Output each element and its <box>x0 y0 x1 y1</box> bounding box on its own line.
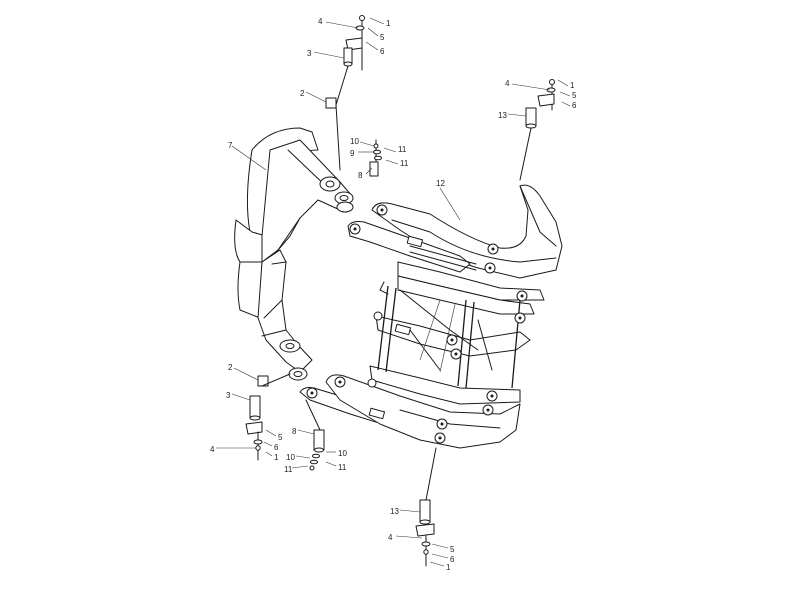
callout-5: 5 <box>380 33 385 42</box>
callout-12: 12 <box>436 179 445 188</box>
callout-13-bottom: 13 <box>390 507 399 516</box>
top-right-pin-stack <box>519 79 556 181</box>
callout-6-bottom: 6 <box>274 443 279 452</box>
callout-10-bottom: 10 <box>286 453 295 462</box>
callout-7: 7 <box>228 141 233 150</box>
callout-11b: 11 <box>400 159 409 168</box>
callout-5-bottom: 5 <box>278 433 283 442</box>
callout-1-lower: 1 <box>446 563 451 572</box>
bottom-middle-pin-stack <box>305 399 325 471</box>
callout-13-top: 13 <box>498 111 507 120</box>
leader-lines <box>216 17 571 567</box>
callout-4-lower: 4 <box>388 533 393 542</box>
bottom-right-pin-stack <box>415 447 437 567</box>
callout-6-lower: 6 <box>450 555 455 564</box>
callout-3-bottom: 3 <box>226 391 231 400</box>
callout-4-right: 4 <box>505 79 510 88</box>
callout-10b-bottom: 10 <box>338 449 347 458</box>
callout-1-bottom: 1 <box>274 453 279 462</box>
callout-11-bottom: 11 <box>284 465 293 474</box>
bottom-left-pin-stack <box>245 373 291 461</box>
callout-10: 10 <box>350 137 359 146</box>
callout-1-right: 1 <box>570 81 575 90</box>
callout-1: 1 <box>386 19 391 28</box>
callout-11b-bottom: 11 <box>338 463 347 472</box>
callout-3: 3 <box>307 49 312 58</box>
callout-6: 6 <box>380 47 385 56</box>
callout-11: 11 <box>398 145 407 154</box>
callout-5-lower: 5 <box>450 545 455 554</box>
callout-4-bottom: 4 <box>210 445 215 454</box>
callout-9: 9 <box>350 149 355 158</box>
callout-4: 4 <box>318 17 323 26</box>
main-frame-part <box>299 184 563 449</box>
callout-5-right: 5 <box>572 91 577 100</box>
callout-labels: 4 1 5 6 3 2 7 10 9 11 11 8 12 4 1 5 6 13… <box>210 17 577 572</box>
callout-8-bottom: 8 <box>292 427 297 436</box>
top-left-pin-stack <box>325 15 365 171</box>
callout-2: 2 <box>300 89 305 98</box>
callout-6-right: 6 <box>572 101 577 110</box>
left-arm-part <box>234 127 354 381</box>
callout-8: 8 <box>358 171 363 180</box>
callout-2-bottom: 2 <box>228 363 233 372</box>
